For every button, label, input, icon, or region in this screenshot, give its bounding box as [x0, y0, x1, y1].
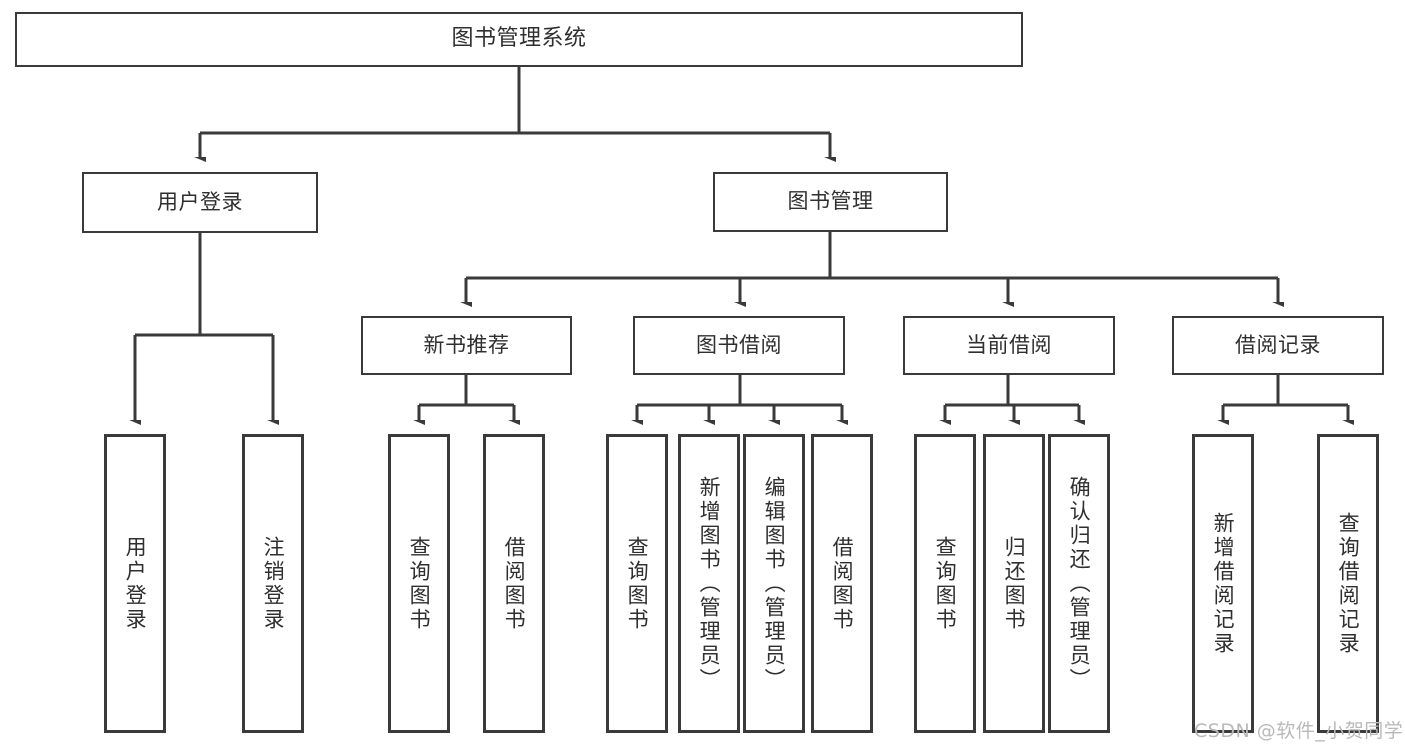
- node-leaf-add-borrow-record-label: 新增借阅记录: [1211, 511, 1236, 656]
- node-leaf-borrow-book-newbook[interactable]: 借阅图书: [483, 434, 545, 733]
- node-leaf-borrow-book-newbook-label: 借阅图书: [502, 535, 527, 632]
- node-leaf-query-book-current[interactable]: 查询图书: [914, 434, 976, 733]
- node-leaf-query-book-current-label: 查询图书: [933, 535, 958, 632]
- node-leaf-query-book-borrow[interactable]: 查询图书: [606, 434, 668, 733]
- node-current-borrow[interactable]: 当前借阅: [903, 316, 1115, 375]
- node-borrow-record-label: 借阅记录: [1235, 332, 1321, 357]
- node-leaf-add-book-label: 新增图书（管理员）: [697, 475, 722, 692]
- node-leaf-query-book-borrow-label: 查询图书: [625, 535, 650, 632]
- node-leaf-query-book-newbook[interactable]: 查询图书: [388, 434, 450, 733]
- node-leaf-return-book[interactable]: 归还图书: [983, 434, 1045, 733]
- node-leaf-borrow-book[interactable]: 借阅图书: [811, 434, 873, 733]
- node-new-book-recommend[interactable]: 新书推荐: [361, 316, 572, 375]
- node-user-login-label: 用户登录: [157, 189, 243, 214]
- node-new-book-recommend-label: 新书推荐: [423, 332, 510, 357]
- node-book-borrow[interactable]: 图书借阅: [633, 316, 845, 375]
- node-leaf-query-borrow-record[interactable]: 查询借阅记录: [1317, 434, 1379, 733]
- node-leaf-user-login-label: 用户登录: [123, 535, 148, 632]
- node-leaf-query-book-newbook-label: 查询图书: [407, 535, 432, 632]
- node-user-login[interactable]: 用户登录: [82, 172, 318, 233]
- node-book-borrow-label: 图书借阅: [696, 332, 782, 357]
- node-leaf-user-login[interactable]: 用户登录: [104, 434, 166, 733]
- node-current-borrow-label: 当前借阅: [966, 332, 1052, 357]
- node-leaf-borrow-book-label: 借阅图书: [830, 535, 855, 632]
- node-leaf-confirm-return-label: 确认归还（管理员）: [1067, 475, 1092, 692]
- node-root[interactable]: 图书管理系统: [15, 12, 1023, 67]
- node-leaf-return-book-label: 归还图书: [1002, 535, 1027, 632]
- node-root-label: 图书管理系统: [451, 26, 587, 52]
- csdn-watermark: CSDN @软件_小贺同学: [1194, 720, 1404, 742]
- node-leaf-edit-book-label: 编辑图书（管理员）: [762, 475, 787, 692]
- node-book-management[interactable]: 图书管理: [713, 172, 948, 232]
- node-leaf-query-borrow-record-label: 查询借阅记录: [1336, 511, 1361, 656]
- node-borrow-record[interactable]: 借阅记录: [1172, 316, 1384, 375]
- node-leaf-logout[interactable]: 注销登录: [242, 434, 304, 733]
- node-book-management-label: 图书管理: [787, 189, 874, 214]
- node-leaf-add-book[interactable]: 新增图书（管理员）: [678, 434, 740, 733]
- node-leaf-add-borrow-record[interactable]: 新增借阅记录: [1192, 434, 1254, 733]
- node-leaf-edit-book[interactable]: 编辑图书（管理员）: [743, 434, 805, 733]
- node-leaf-logout-label: 注销登录: [261, 535, 286, 632]
- node-leaf-confirm-return[interactable]: 确认归还（管理员）: [1048, 434, 1110, 733]
